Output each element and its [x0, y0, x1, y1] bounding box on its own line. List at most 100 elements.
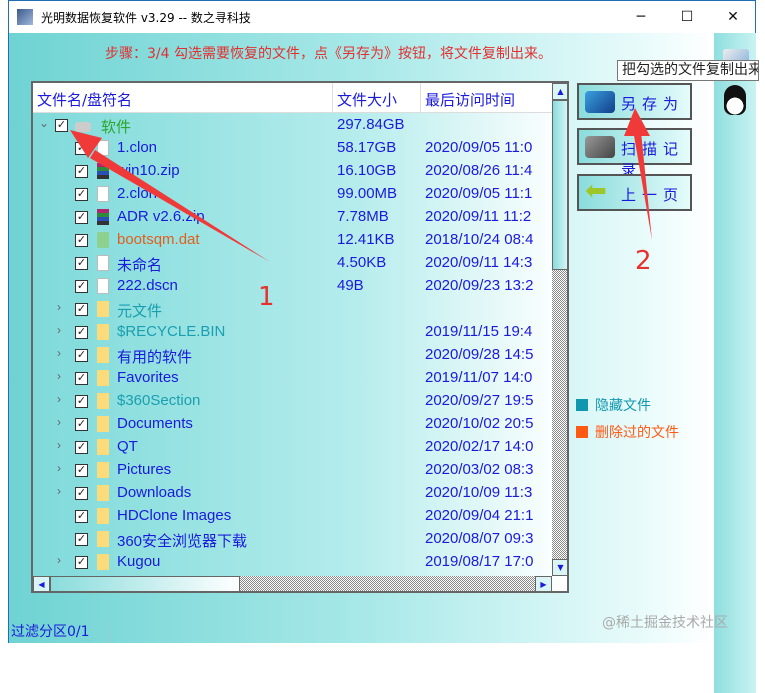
tooltip: 把勾选的文件复制出来 [617, 60, 759, 81]
checkbox[interactable]: ✓ [75, 303, 88, 316]
expand-chevron-icon[interactable]: › [57, 415, 61, 429]
file-tree[interactable]: 文件名/盘符名 文件大小 最后访问时间 ⌄ ✓ 软件 297.84GB ✓1.c… [31, 81, 569, 593]
watermark: @稀土掘金技术社区 [602, 615, 728, 631]
checkbox[interactable]: ✓ [75, 510, 88, 523]
close-button[interactable]: ✕ [727, 9, 739, 25]
file-date: 2018/10/24 08:4 [425, 231, 534, 248]
folder-icon [97, 531, 109, 547]
prev-page-button[interactable]: ⬅ 上一页 [577, 174, 692, 211]
checkbox[interactable]: ✓ [75, 372, 88, 385]
file-date: 2020/09/05 11:0 [425, 139, 533, 156]
zip-icon [97, 163, 109, 179]
expand-chevron-icon[interactable]: › [57, 392, 61, 406]
scroll-down-button[interactable]: ▼ [552, 559, 567, 576]
file-name: win10.zip [117, 162, 180, 179]
file-size: 16.10GB [337, 162, 397, 179]
column-date[interactable]: 最后访问时间 [425, 91, 516, 109]
scan-record-button[interactable]: 扫描记录 [577, 128, 692, 179]
back-arrow-icon: ⬅ [585, 176, 607, 206]
qq-icon[interactable] [724, 85, 746, 115]
expand-chevron-icon[interactable]: › [57, 553, 61, 567]
checkbox[interactable]: ✓ [75, 188, 88, 201]
checkbox[interactable]: ✓ [75, 280, 88, 293]
checkbox[interactable]: ✓ [75, 487, 88, 500]
checkbox[interactable]: ✓ [75, 211, 88, 224]
checkbox[interactable]: ✓ [75, 464, 88, 477]
zip-icon [97, 209, 109, 225]
expand-chevron-icon[interactable]: › [57, 484, 61, 498]
tree-row[interactable]: ✓ win10.zip 16.10GB 2020/08/26 11:4 [33, 160, 552, 183]
folder-icon [97, 301, 109, 317]
scroll-right-button[interactable]: ▶ [535, 576, 552, 591]
checkbox[interactable]: ✓ [75, 441, 88, 454]
save-as-button[interactable]: 另存为 [577, 83, 692, 120]
column-size[interactable]: 文件大小 [337, 91, 398, 109]
file-date: 2020/09/28 14:5 [425, 346, 534, 363]
scroll-up-button[interactable]: ▲ [552, 83, 567, 100]
checkbox[interactable]: ✓ [75, 257, 88, 270]
maximize-button[interactable]: ☐ [680, 9, 694, 25]
checkbox[interactable]: ✓ [75, 418, 88, 431]
checkbox[interactable]: ✓ [75, 395, 88, 408]
vcd-icon [97, 232, 109, 248]
file-name: 360安全浏览器下载 [117, 533, 248, 550]
folder-icon [97, 439, 109, 455]
app-icon [17, 9, 33, 25]
scroll-left-button[interactable]: ◀ [33, 576, 50, 591]
expand-chevron-icon[interactable]: › [57, 346, 61, 360]
expand-chevron-icon[interactable]: › [57, 323, 61, 337]
file-date: 2020/10/09 11:3 [425, 484, 533, 501]
checkbox[interactable]: ✓ [75, 165, 88, 178]
folder-icon [97, 554, 109, 570]
expand-chevron-icon[interactable]: › [57, 300, 61, 314]
column-header: 文件名/盘符名 文件大小 最后访问时间 [33, 83, 552, 113]
collapse-chevron-icon[interactable]: ⌄ [39, 116, 50, 130]
file-name: Kugou [117, 553, 161, 570]
checkbox[interactable]: ✓ [75, 142, 88, 155]
legend-deleted-files: 删除过的文件 [576, 422, 679, 442]
folder-icon [97, 508, 109, 524]
horizontal-scrollbar[interactable]: ◀ ▶ [33, 576, 552, 591]
checkbox[interactable]: ✓ [75, 556, 88, 569]
app-window: 光明数据恢复软件 v3.29 -- 数之寻科技 ─ ☐ ✕ 步骤：3/4 勾选需… [8, 0, 756, 693]
checkbox[interactable]: ✓ [75, 533, 88, 546]
file-date: 2020/09/23 13:2 [425, 277, 534, 294]
folder-icon [97, 416, 109, 432]
tree-row[interactable]: ›✓元文件 [33, 298, 552, 321]
side-strip [714, 33, 756, 693]
folder-icon [97, 485, 109, 501]
vertical-scroll-thumb[interactable] [552, 100, 567, 270]
file-icon [97, 255, 109, 271]
expand-chevron-icon[interactable]: › [57, 369, 61, 383]
checkbox[interactable]: ✓ [75, 349, 88, 362]
checkbox[interactable]: ✓ [75, 234, 88, 247]
column-name[interactable]: 文件名/盘符名 [37, 91, 133, 109]
file-icon [97, 140, 109, 156]
horizontal-scroll-thumb[interactable] [50, 576, 240, 591]
vertical-scrollbar[interactable]: ▲ ▼ [552, 83, 567, 576]
file-date: 2020/08/26 11:4 [425, 162, 533, 179]
tree-root-row[interactable]: ⌄ ✓ 软件 297.84GB [33, 114, 552, 137]
checkbox[interactable]: ✓ [55, 119, 68, 132]
expand-chevron-icon[interactable]: › [57, 438, 61, 452]
minimize-button[interactable]: ─ [636, 9, 646, 25]
expand-chevron-icon[interactable]: › [57, 461, 61, 475]
checkbox[interactable]: ✓ [75, 326, 88, 339]
